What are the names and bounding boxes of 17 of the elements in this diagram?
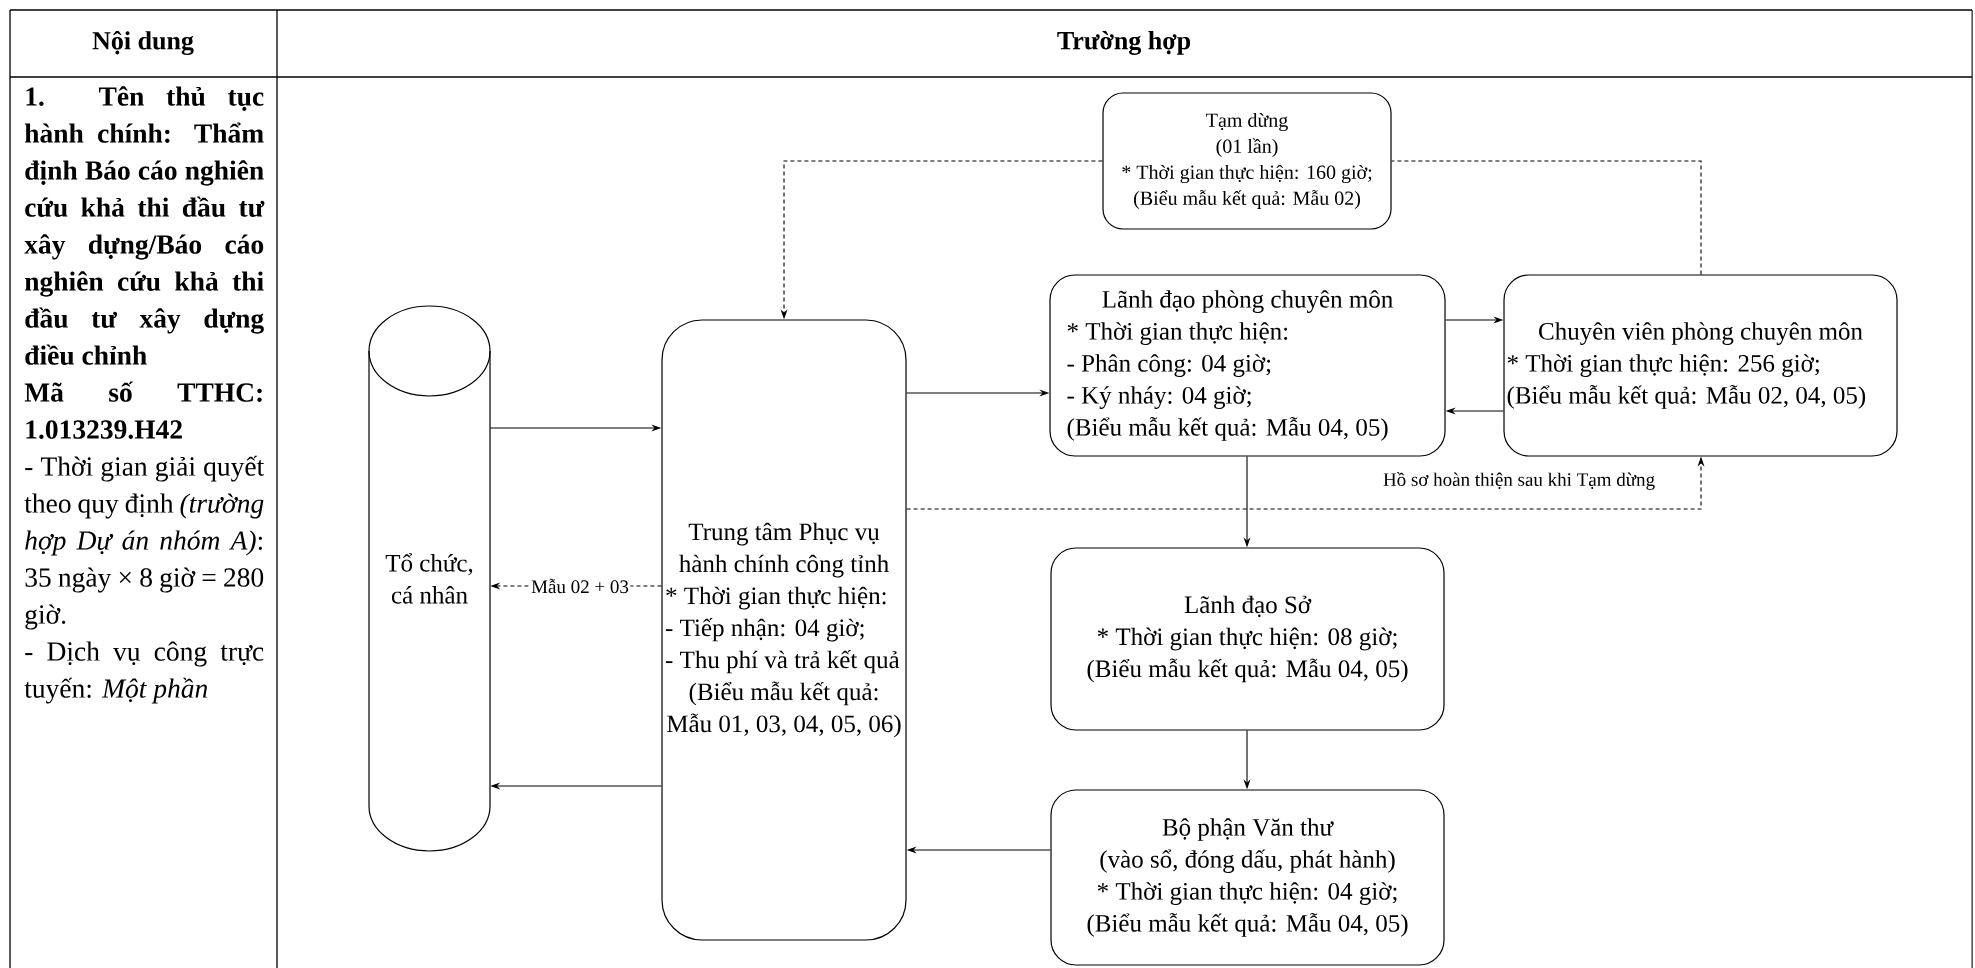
process-box: Bộ phận Văn thư (vào sổ, đóng dấu, phát hành) * Thời gian thực hiện: 04 giờ; (Biểu mẫu kết quả: Mẫu 04, 05) (1050, 789, 1445, 966)
edge-label: Hồ sơ hoàn thiện sau khi Tạm dừng (1383, 472, 1655, 490)
header-cell: Trường hợp (1057, 31, 1191, 55)
cell-text: Mã số TTHC: 1.013239.H42 (24, 381, 262, 439)
edge-label: Mẫu 02 + 03 (531, 578, 629, 594)
process-box: Trung tâm Phục vụ hành chính công tỉnh * Thời gian thực hiện: - Tiếp nhận: 04 giờ; - Thu phí và trả kết quả (Biểu mẫu kết quả: Mẫu 01, 03, 04, 05, 06) (661, 319, 907, 941)
process-box: Tạm dừng (01 lần) * Thời gian thực hiện: 160 giờ; (Biểu mẫu kết quả: Mẫu 02) (1102, 92, 1392, 230)
cell-text: - Thời gian giải quyết theo quy định (trường hợp Dự án nhóm A): 35 ngày × 8 giờ = 280 giờ. (24, 455, 265, 630)
process-box: Chuyên viên phòng chuyên môn * Thời gian thực hiện: 256 giờ; (Biểu mẫu kết quả: Mẫu 02, 04, 05) (1503, 274, 1898, 457)
header-cell: Nội dung (92, 30, 194, 55)
cell-text: 1. Tên thủ tục hành chính: Thẩm định Báo cáo nghiên cứu khả thi đầu tư xây dựng/Báo cáo nghiên cứu khả thi đầu tư xây dựng điều chỉnh (24, 86, 265, 365)
connector-line (1391, 160, 1702, 275)
process-box: Lãnh đạo phòng chuyên môn * Thời gian thực hiện: - Phân công: 04 giờ; - Ký nháy: 04 giờ; (Biểu mẫu kết quả: Mẫu 04, 05) (1049, 274, 1446, 457)
process-box: Lãnh đạo Sở * Thời gian thực hiện: 08 giờ; (Biểu mẫu kết quả: Mẫu 04, 05) (1050, 547, 1445, 731)
cylinder: Tổ chức, cá nhân (368, 305, 491, 852)
cell-text: - Dịch vụ công trực tuyến: Một phần (24, 641, 264, 704)
node-label: Tổ chức, cá nhân (385, 553, 473, 604)
